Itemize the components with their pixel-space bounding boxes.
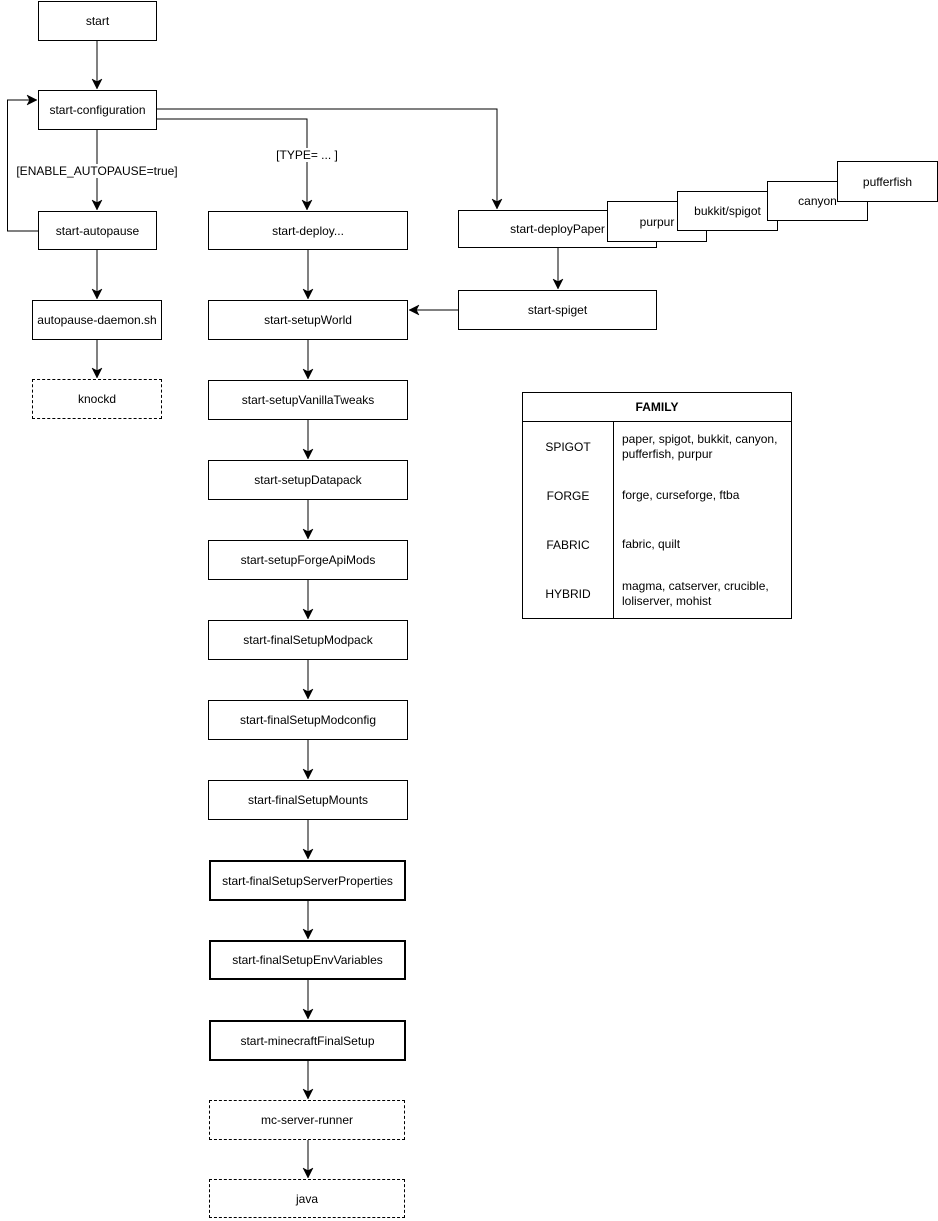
node-mc-server-runner: mc-server-runner xyxy=(209,1100,405,1140)
edge-start-configuration-to-start-deployPaper xyxy=(157,108,503,210)
node-knockd: knockd xyxy=(32,379,162,419)
family-table-members-cell: forge, curseforge, ftba xyxy=(613,471,791,520)
node-start-minecraftFinalSetup: start-minecraftFinalSetup xyxy=(209,1020,406,1061)
node-start-setupForgeApiMods: start-setupForgeApiMods xyxy=(208,540,408,580)
family-table-family-cell: HYBRID xyxy=(545,586,591,601)
node-start-autopause: start-autopause xyxy=(38,211,157,250)
node-autopause-daemon-sh: autopause-daemon.sh xyxy=(32,300,162,340)
edge-start-configuration-to-start-deploy xyxy=(157,118,313,211)
node-start-deploy: start-deploy... xyxy=(208,211,408,250)
node-start-finalSetupModconfig: start-finalSetupModconfig xyxy=(208,700,408,740)
family-table-members-cell: paper, spigot, bukkit, canyon, pufferfis… xyxy=(613,422,791,471)
family-table-title: FAMILY xyxy=(523,393,791,422)
node-start-setupDatapack: start-setupDatapack xyxy=(208,460,408,500)
node-bukkit-spigot: bukkit/spigot xyxy=(677,191,778,231)
node-start-finalSetupMounts: start-finalSetupMounts xyxy=(208,780,408,820)
node-start-finalSetupServerProperties: start-finalSetupServerProperties xyxy=(209,860,406,901)
node-start-spiget: start-spiget xyxy=(458,290,657,330)
edge-start-autopause-to-start-configuration xyxy=(7,94,38,232)
node-java: java xyxy=(209,1179,405,1218)
family-table-members-cell: fabric, quilt xyxy=(613,520,791,569)
family-table-members-cell: magma, catserver, crucible, loliserver, … xyxy=(613,569,791,618)
node-start: start xyxy=(38,1,157,41)
node-pufferfish: pufferfish xyxy=(837,161,938,202)
edge-label-start-autopause: [ENABLE_AUTOPAUSE=true] xyxy=(14,164,180,178)
family-table-family-cell: FORGE xyxy=(546,488,590,503)
family-table-body: SPIGOT paper, spigot, bukkit, canyon, puf… xyxy=(523,422,791,618)
edge-label-start-deploy: [TYPE= ... ] xyxy=(274,148,340,162)
node-start-setupWorld: start-setupWorld xyxy=(208,300,408,340)
node-start-finalSetupModpack: start-finalSetupModpack xyxy=(208,620,408,660)
family-table-family-cell: SPIGOT xyxy=(545,439,591,454)
node-start-setupVanillaTweaks: start-setupVanillaTweaks xyxy=(208,380,408,420)
family-table: FAMILY SPIGOT paper, spigot, bukkit, cany… xyxy=(522,392,792,619)
node-start-finalSetupEnvVariables: start-finalSetupEnvVariables xyxy=(209,940,406,980)
node-start-configuration: start-configuration xyxy=(38,90,157,130)
family-table-family-cell: FABRIC xyxy=(546,537,590,552)
